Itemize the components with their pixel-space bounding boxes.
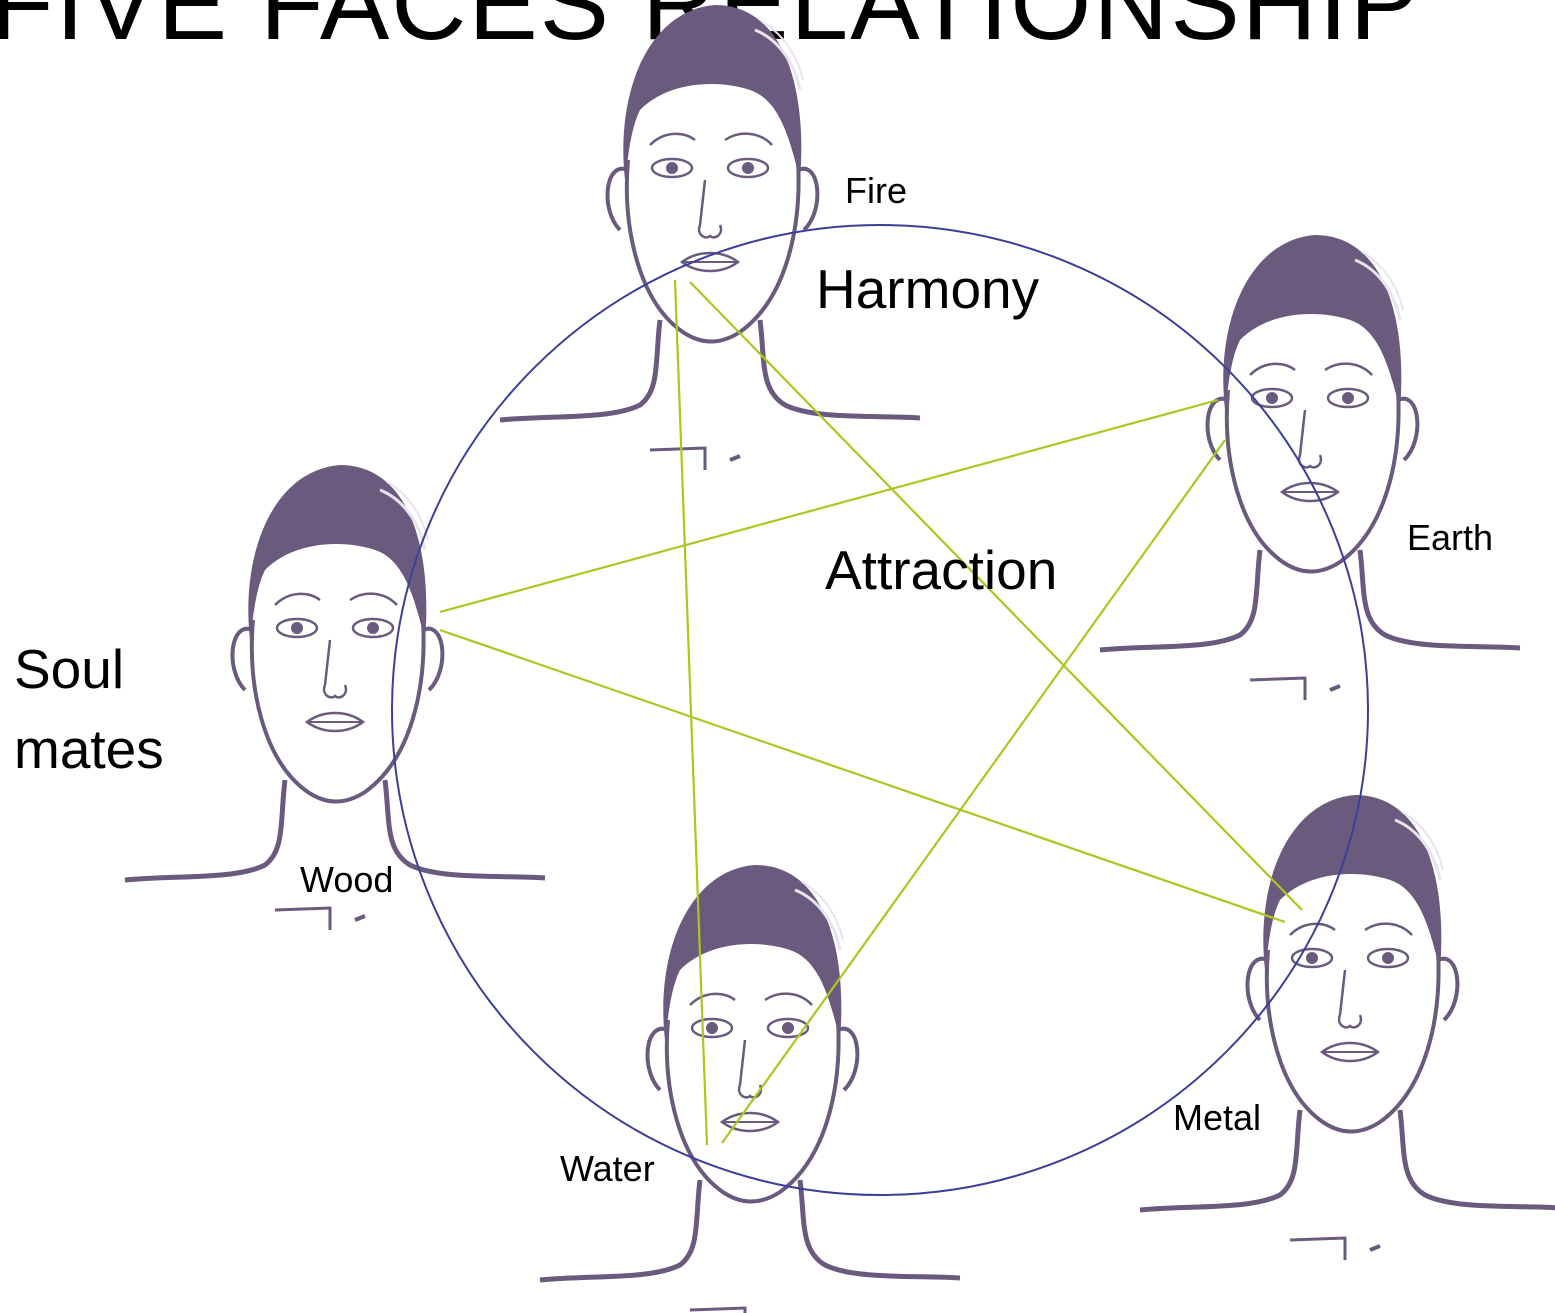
label-attraction: Attraction xyxy=(825,543,1057,598)
face-fire-icon xyxy=(500,5,920,470)
attraction-star xyxy=(440,280,1302,1145)
label-soul-mates-line1: Soul xyxy=(14,642,124,697)
face-earth-icon xyxy=(1100,235,1520,700)
label-fire: Fire xyxy=(845,173,907,209)
label-earth: Earth xyxy=(1407,520,1493,556)
star-line-wood-metal xyxy=(440,630,1285,922)
harmony-circle xyxy=(392,225,1368,1195)
face-metal-icon xyxy=(1140,795,1555,1260)
label-water: Water xyxy=(560,1151,655,1187)
label-metal: Metal xyxy=(1173,1100,1261,1136)
label-harmony: Harmony xyxy=(816,262,1039,317)
label-wood: Wood xyxy=(300,862,393,898)
label-soul-mates-line2: mates xyxy=(14,722,164,777)
face-water-icon xyxy=(540,865,960,1313)
